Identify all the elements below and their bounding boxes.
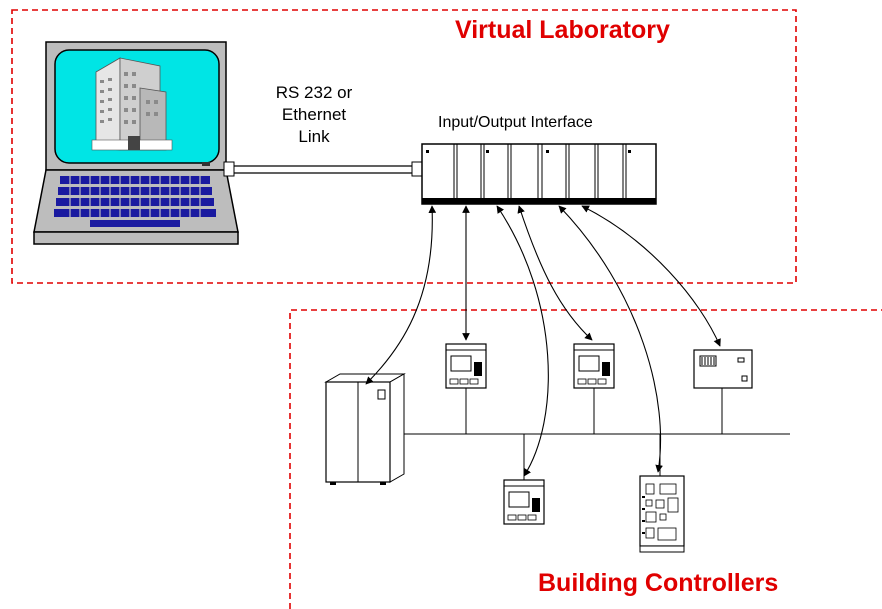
laptop-icon bbox=[33, 41, 239, 245]
thermostat-controller-icon bbox=[503, 479, 545, 525]
circuit-board-icon bbox=[639, 475, 685, 553]
building-icon bbox=[91, 57, 173, 151]
connection-arrow bbox=[496, 205, 549, 477]
link-label: RS 232 or Ethernet Link bbox=[268, 82, 360, 148]
keyboard bbox=[54, 176, 216, 227]
link-label-line1: RS 232 or bbox=[275, 83, 353, 102]
io-interface-label: Input/Output Interface bbox=[438, 114, 593, 131]
thermostat-controller-icon bbox=[573, 343, 615, 389]
link-label-line3: Link bbox=[298, 127, 330, 146]
connection-arrow bbox=[365, 205, 437, 385]
connection-arrow bbox=[581, 205, 721, 347]
dial-controller-icon bbox=[693, 349, 753, 389]
building-controllers-title: Building Controllers bbox=[538, 569, 779, 597]
link-label-line2: Ethernet bbox=[281, 105, 347, 124]
link-cable bbox=[223, 161, 423, 177]
virtual-lab-title: Virtual Laboratory bbox=[455, 16, 670, 44]
floor-cabinet-icon bbox=[324, 373, 406, 485]
thermostat-controller-icon bbox=[445, 343, 487, 389]
connection-arrow bbox=[558, 205, 663, 473]
io-rack-icon bbox=[421, 143, 657, 205]
virtual-lab-region bbox=[11, 9, 797, 284]
